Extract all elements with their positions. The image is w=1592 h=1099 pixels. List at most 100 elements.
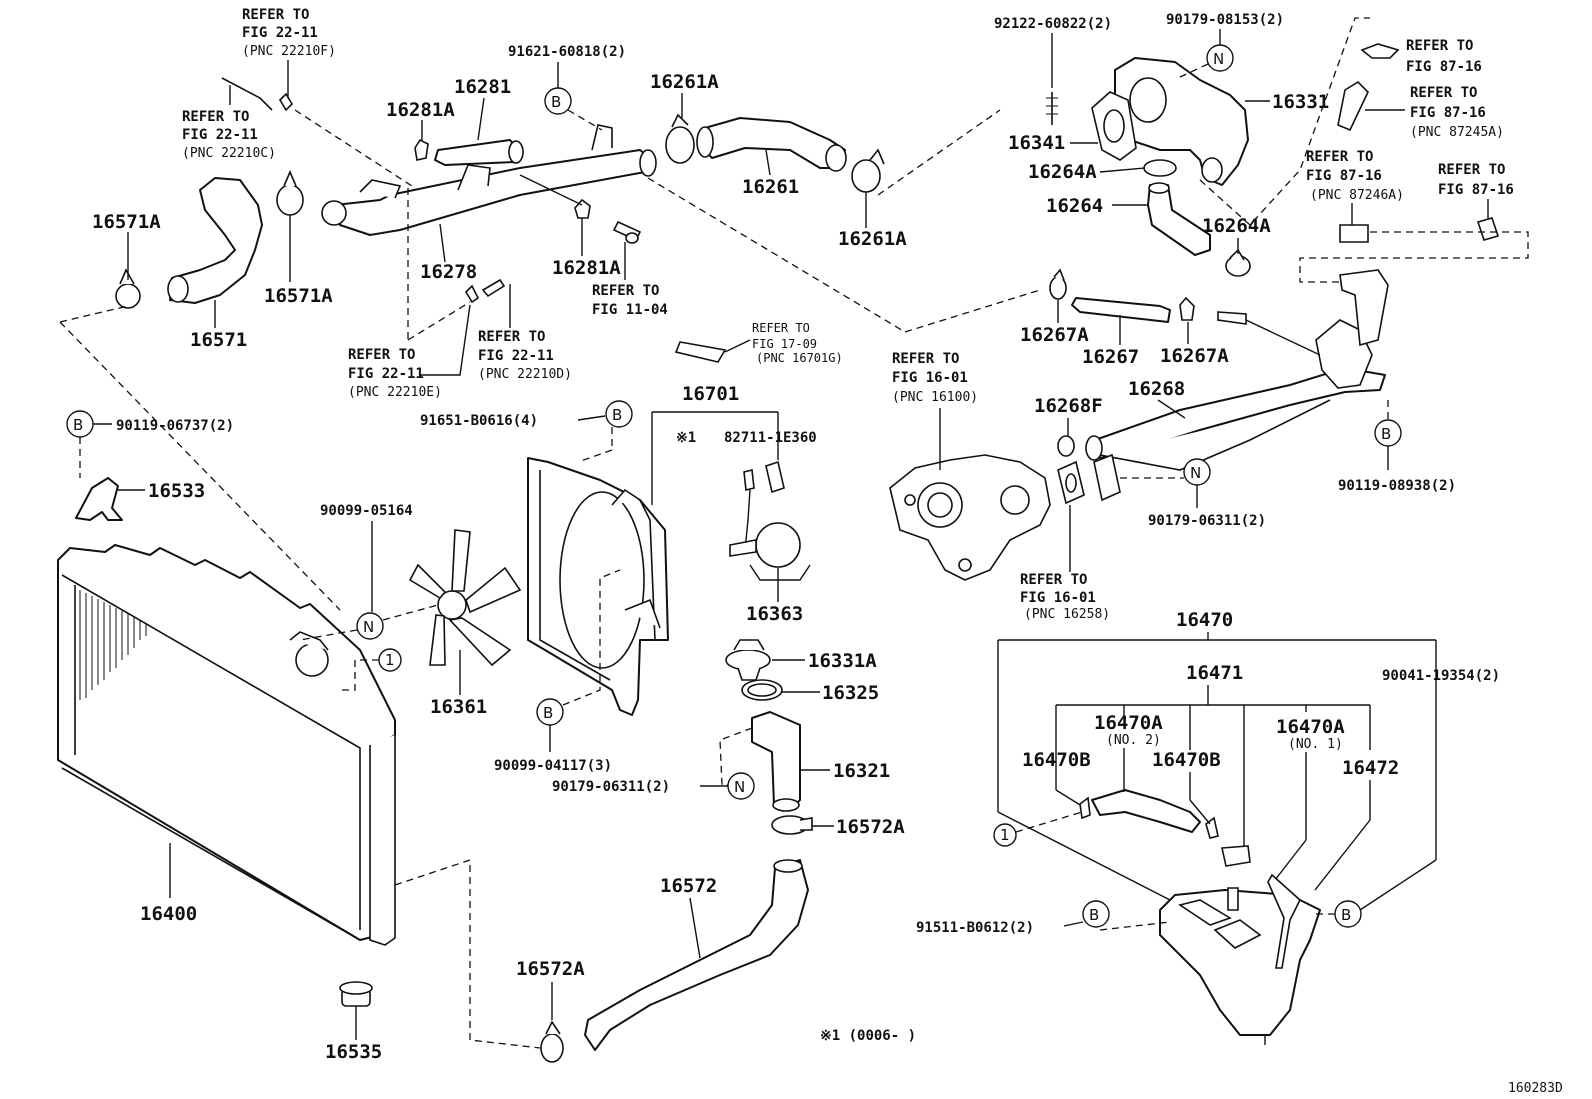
clamp-16261A-bottom[interactable] bbox=[851, 148, 885, 193]
svg-text:N: N bbox=[363, 618, 374, 636]
label-16281A-top: 16281A bbox=[386, 99, 455, 121]
clamp-16571A-right[interactable] bbox=[276, 169, 304, 216]
reservoir-hose-16470A-no2[interactable] bbox=[1091, 789, 1201, 833]
clamp-16264A-top[interactable] bbox=[1143, 159, 1177, 177]
pin-fitting bbox=[1217, 311, 1247, 325]
svg-text:REFER TO: REFER TO bbox=[1410, 85, 1477, 101]
bypass-pipe-16268[interactable] bbox=[1085, 269, 1389, 471]
marker-b-shroud bbox=[605, 400, 633, 428]
label-16281: 16281 bbox=[454, 76, 511, 98]
clamp-16571A-left[interactable] bbox=[115, 268, 141, 309]
fan-shroud-16701[interactable] bbox=[527, 457, 669, 716]
drain-plug-16535[interactable] bbox=[339, 981, 373, 1007]
svg-text:FIG 87-16: FIG 87-16 bbox=[1406, 59, 1482, 75]
svg-text:N: N bbox=[1190, 464, 1201, 482]
label-16261A-top: 16261A bbox=[650, 71, 719, 93]
label-16533: 16533 bbox=[148, 480, 205, 502]
svg-text:FIG 16-01: FIG 16-01 bbox=[892, 370, 968, 386]
marker-1-reservoir bbox=[993, 823, 1017, 847]
bracket-16533[interactable] bbox=[75, 477, 123, 521]
ref-fig-22-11-22210E: REFER TO FIG 22-11 (PNC 22210E) bbox=[348, 347, 442, 400]
label-16361: 16361 bbox=[430, 696, 487, 718]
clamp-16267A-right[interactable] bbox=[1179, 296, 1195, 321]
svg-text:FIG 22-11: FIG 22-11 bbox=[478, 348, 554, 364]
label-16572A-bottom: 16572A bbox=[516, 958, 585, 980]
connector-82711[interactable] bbox=[765, 460, 785, 494]
clamp-16281A-bottom[interactable] bbox=[574, 198, 591, 219]
water-outlet-16331[interactable] bbox=[1114, 57, 1249, 186]
svg-text:(PNC 16100): (PNC 16100) bbox=[892, 390, 978, 405]
label-90119-08938: 90119-08938(2) bbox=[1338, 478, 1456, 494]
gasket-16325[interactable] bbox=[741, 679, 783, 701]
label-16363: 16363 bbox=[746, 603, 803, 625]
svg-text:FIG 87-16: FIG 87-16 bbox=[1306, 168, 1382, 184]
water-inlet-16321[interactable] bbox=[751, 711, 801, 812]
svg-text:N: N bbox=[1213, 50, 1224, 68]
ref-fig-11-04: REFER TO FIG 11-04 bbox=[592, 283, 668, 318]
cap-16470[interactable] bbox=[1221, 845, 1251, 867]
stud-92122[interactable] bbox=[1046, 92, 1058, 125]
label-91511-B0612: 91511-B0612(2) bbox=[916, 920, 1034, 936]
label-16535: 16535 bbox=[325, 1041, 382, 1063]
clamp-16281A-top[interactable] bbox=[414, 138, 429, 161]
cooling-fan-16361[interactable] bbox=[408, 529, 522, 667]
thermostat-16331A[interactable] bbox=[725, 639, 771, 681]
label-16261A-bottom: 16261A bbox=[838, 228, 907, 250]
clamp-16267A-left[interactable] bbox=[1049, 268, 1067, 300]
lower-hose-16572[interactable] bbox=[584, 859, 809, 1051]
svg-text:1: 1 bbox=[1000, 826, 1010, 844]
label-90099-04117: 90099-04117(3) bbox=[494, 758, 612, 774]
svg-text:(PNC 87245A): (PNC 87245A) bbox=[1410, 125, 1504, 140]
ref-fig-87-16-87246A: REFER TO FIG 87-16 (PNC 87246A) bbox=[1306, 149, 1404, 203]
label-90179-06311-mid: 90179-06311(2) bbox=[552, 779, 670, 795]
hose-16267[interactable] bbox=[1071, 297, 1171, 323]
dash-16261A-to-outlet bbox=[877, 109, 1001, 196]
svg-text:(PNC 22210E): (PNC 22210E) bbox=[348, 385, 442, 400]
label-16267A-left: 16267A bbox=[1020, 324, 1089, 346]
gasket-16341[interactable] bbox=[1091, 91, 1137, 161]
marker-n-inlet bbox=[727, 772, 755, 800]
hose-16281[interactable] bbox=[434, 139, 524, 166]
hose-16264[interactable] bbox=[1147, 182, 1211, 256]
svg-text:(PNC 16701G): (PNC 16701G) bbox=[756, 351, 843, 365]
svg-text:B: B bbox=[543, 704, 553, 722]
label-16325: 16325 bbox=[822, 682, 879, 704]
clamp-16261A-top[interactable] bbox=[665, 113, 695, 164]
clamp-87-16-a bbox=[1360, 43, 1400, 59]
label-90179-06311-right: 90179-06311(2) bbox=[1148, 513, 1266, 529]
clamp-16572A-top[interactable] bbox=[771, 815, 813, 835]
water-pipe-16278[interactable] bbox=[321, 124, 657, 236]
reservoir-tank-16470[interactable] bbox=[1159, 873, 1321, 1036]
clip-16470B-left[interactable] bbox=[1079, 796, 1091, 820]
label-16470A-no2: 16470A bbox=[1094, 712, 1163, 734]
marker-n-outlet bbox=[1206, 44, 1234, 72]
svg-text:REFER TO: REFER TO bbox=[892, 351, 959, 367]
svg-text:1: 1 bbox=[385, 651, 395, 669]
radiator-core-fins bbox=[79, 590, 147, 700]
hose-16261[interactable] bbox=[696, 117, 847, 172]
svg-text:(PNC 87246A): (PNC 87246A) bbox=[1310, 188, 1404, 203]
label-91621-60818: 91621-60818(2) bbox=[508, 44, 626, 60]
svg-text:REFER TO: REFER TO bbox=[1438, 162, 1505, 178]
label-16470B-left: 16470B bbox=[1022, 749, 1091, 771]
upper-hose-16571[interactable] bbox=[167, 177, 263, 304]
clamp-87-16-b bbox=[1476, 217, 1500, 241]
svg-text:(PNC 22210F): (PNC 22210F) bbox=[242, 44, 336, 59]
label-no1: (NO. 1) bbox=[1288, 737, 1343, 752]
label-16264: 16264 bbox=[1046, 195, 1103, 217]
svg-text:B: B bbox=[73, 416, 83, 434]
flange-gasket[interactable] bbox=[1057, 453, 1121, 505]
label-16264A-bottom: 16264A bbox=[1202, 215, 1271, 237]
svg-text:B: B bbox=[612, 406, 622, 424]
clamp-16572A-bottom[interactable] bbox=[540, 1020, 564, 1063]
label-star1: ※1 bbox=[676, 430, 696, 446]
gasket-16268F[interactable] bbox=[1057, 435, 1075, 457]
radiator-16400[interactable] bbox=[57, 544, 396, 946]
label-16267: 16267 bbox=[1082, 346, 1139, 368]
svg-text:FIG 22-11: FIG 22-11 bbox=[182, 127, 258, 143]
label-16701: 16701 bbox=[682, 383, 739, 405]
dash-pipe-to-waterpump bbox=[647, 177, 906, 333]
label-90041-19354: 90041-19354(2) bbox=[1382, 668, 1500, 684]
fan-motor-16363[interactable] bbox=[729, 469, 811, 581]
